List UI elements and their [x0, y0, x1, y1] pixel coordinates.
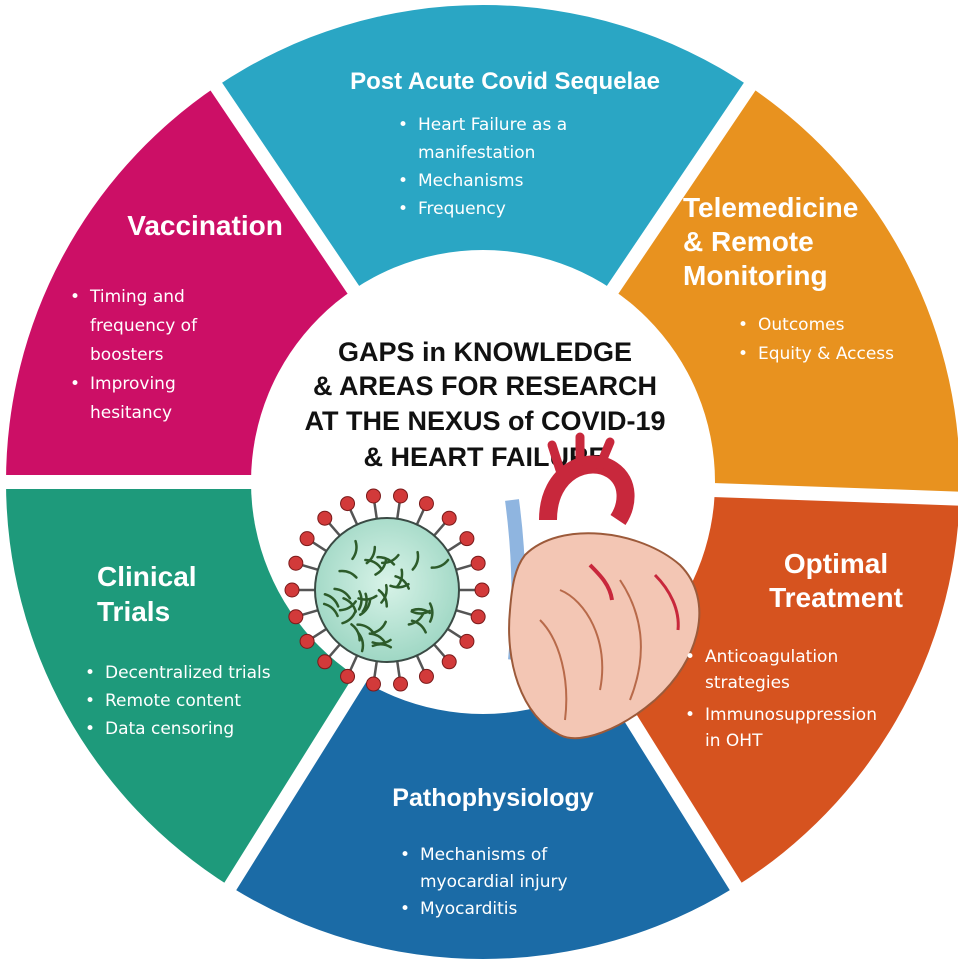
segment-vaccination [6, 86, 358, 483]
bullet-text: Heart Failure as a [418, 115, 567, 135]
separator-line [218, 660, 376, 899]
segment-title: Clinical [97, 561, 197, 592]
segment-title: Treatment [769, 582, 903, 613]
bullet-dot: • [738, 315, 748, 335]
separator-line [204, 74, 369, 308]
segment-title: Vaccination [127, 210, 283, 241]
bullet-dot: • [85, 719, 95, 739]
bullet-text: Mechanisms of [420, 845, 548, 865]
bullet-dot: • [685, 647, 695, 667]
segment-separators [0, 74, 958, 899]
bullet-text: Mechanisms [418, 171, 524, 191]
bullet-text: Myocarditis [420, 899, 517, 919]
segment-title: Pathophysiology [392, 784, 594, 812]
bullet-dot: • [85, 691, 95, 711]
segment-texts: Post Acute Covid Sequelae • Heart Failure … [70, 68, 903, 919]
separator-line [697, 482, 958, 506]
bullet-dot: • [400, 845, 410, 865]
bullet-dot: • [85, 663, 95, 683]
bullet-text: Outcomes [758, 315, 845, 335]
bullet-text: hesitancy [90, 403, 172, 423]
segment-title: Post Acute Covid Sequelae [350, 68, 660, 95]
segment-title: Optimal [784, 548, 888, 579]
bullet-text: Data censoring [105, 719, 234, 739]
segment-title: Monitoring [683, 260, 828, 291]
center-title: GAPS in KNOWLEDGE & AREAS FOR RESEARCH A… [304, 337, 665, 472]
bullet-text: Improving [90, 374, 176, 394]
bullet-dot: • [70, 374, 80, 394]
bullet-dot: • [685, 705, 695, 725]
center-title-line-1: GAPS in KNOWLEDGE [338, 337, 632, 367]
bullet-text: strategies [705, 673, 790, 693]
center-title-line-2: & AREAS FOR RESEARCH [313, 371, 657, 401]
bullet-text: Equity & Access [758, 344, 894, 364]
segment-title: Telemedicine [683, 192, 858, 223]
segment-pathophysiology [230, 672, 736, 959]
bullet-text: Remote content [105, 691, 241, 711]
bullet-dot: • [398, 115, 408, 135]
bullet-dot: • [70, 287, 80, 307]
bullet-text: boosters [90, 345, 164, 365]
bullet-text: Timing and [89, 287, 185, 307]
bullet-text: Anticoagulation [705, 647, 838, 667]
bullet-text: in OHT [705, 731, 763, 751]
bullet-text: Immunosuppression [705, 705, 877, 725]
segment-title: Trials [97, 596, 170, 627]
segment-text-post-acute: Post Acute Covid Sequelae • Heart Failure … [350, 68, 660, 219]
bullet-text: frequency of [90, 316, 198, 336]
bullet-dot: • [400, 899, 410, 919]
segment-text-vaccination: Vaccination • Timing and frequency of booste… [70, 210, 283, 423]
bullet-dot: • [398, 199, 408, 219]
bullet-text: myocardial injury [420, 872, 568, 892]
segment-post-acute-covid-sequelae [216, 5, 750, 296]
bullet-text: Frequency [418, 199, 506, 219]
segment-title: & Remote [683, 226, 814, 257]
heart-icon [505, 432, 701, 740]
bullet-text: Decentralized trials [105, 663, 271, 683]
segment-text-pathophysiology: Pathophysiology • Mechanisms of myocardial … [392, 784, 594, 919]
center-title-line-3: AT THE NEXUS of COVID-19 [304, 406, 665, 436]
bullet-dot: • [738, 344, 748, 364]
virus-icon [284, 488, 490, 692]
bullet-dot: • [398, 171, 408, 191]
separator-line [597, 74, 762, 308]
bullet-text: manifestation [418, 143, 535, 163]
